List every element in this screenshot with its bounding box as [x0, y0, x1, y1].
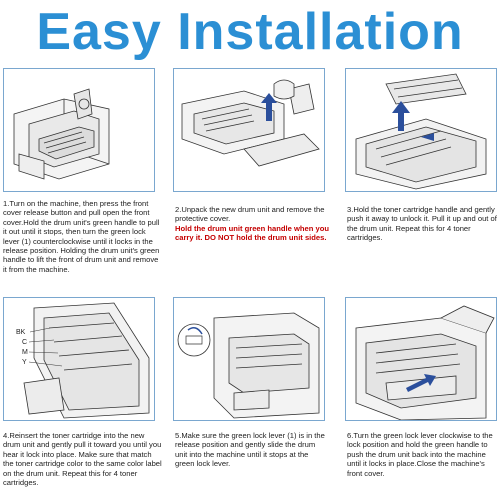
- toner-insert-drawing: BK C M Y: [16, 302, 150, 419]
- up-arrow-icon: [261, 93, 277, 121]
- step-2-warning: Hold the drum unit green handle when you…: [175, 223, 329, 243]
- label-y: Y: [22, 359, 27, 366]
- rotate-arrow-icon: [187, 327, 203, 335]
- printer-drum-removal-drawing: [13, 88, 110, 180]
- step-6-illustration: [345, 297, 497, 421]
- step-2-illustration: [173, 68, 325, 192]
- step-5-text: 5.Make sure the green lock lever (1) is …: [175, 431, 325, 469]
- drum-lock-drawing: [355, 305, 495, 420]
- label-m: M: [22, 349, 28, 356]
- zoom-inset-circle: [177, 323, 211, 357]
- up-arrow-icon-2: [392, 101, 410, 131]
- step-4-illustration: BK C M Y: [3, 297, 155, 421]
- push-arrow-icon: [421, 133, 434, 141]
- toner-removal-drawing: [355, 73, 487, 190]
- step-6-text: 6.Turn the green lock lever clockwise to…: [347, 431, 493, 478]
- page-title: Easy Installation: [36, 3, 464, 61]
- step-1-text: 1.Turn on the machine, then press the fr…: [3, 199, 160, 274]
- label-c: C: [22, 339, 27, 346]
- step-2-text: 2.Unpack the new drum unit and remove th…: [175, 205, 335, 243]
- push-in-arrow-icon: [406, 374, 436, 392]
- step-1-illustration: [3, 68, 155, 192]
- step-3-illustration: [345, 68, 497, 192]
- label-bk: BK: [16, 329, 26, 336]
- step-2-instruction: 2.Unpack the new drum unit and remove th…: [175, 205, 325, 224]
- step-3-text: 3.Hold the toner cartridge handle and ge…: [347, 205, 497, 243]
- step-5-illustration: [173, 297, 325, 421]
- drum-insert-drawing: [177, 312, 320, 419]
- drum-unpack-drawing: [181, 79, 320, 167]
- step-4-text: 4.Reinsert the toner cartridge into the …: [3, 431, 162, 488]
